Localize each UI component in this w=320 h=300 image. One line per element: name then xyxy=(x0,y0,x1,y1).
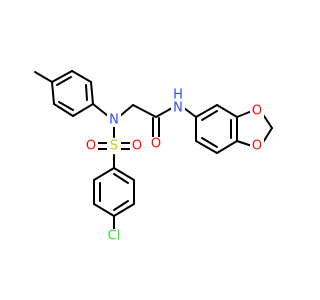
bond-tolyl-5 xyxy=(71,70,92,83)
bond-clph-6 xyxy=(113,167,135,181)
bond-tolyl-n xyxy=(92,103,109,117)
sulfur-label: S xyxy=(110,139,118,154)
bond-clph-1 xyxy=(93,167,115,181)
bond-methyl xyxy=(34,71,53,83)
amide-h-label: H xyxy=(173,88,183,103)
bond-clph-inner-c xyxy=(113,173,129,184)
bond-tolyl-4 xyxy=(90,81,94,105)
dioxole-o-bottom-label: O xyxy=(252,139,262,154)
bond-bdx-inner-a xyxy=(201,110,218,121)
bond-clph-3 xyxy=(93,203,115,217)
dioxole-o-top-label: O xyxy=(252,104,262,119)
bond-tolyl-inner-b xyxy=(85,84,88,101)
bond-clph-inner-b xyxy=(113,200,129,211)
bond-tolyl-2 xyxy=(53,103,74,117)
chlorine-label: Cl xyxy=(108,229,121,244)
carbonyl-o-label: O xyxy=(151,137,161,152)
bond-bdx-inner-c xyxy=(201,137,218,148)
bond-tolyl-3 xyxy=(72,103,94,117)
bond-c-nh xyxy=(155,107,173,118)
bond-bdx-4 xyxy=(216,140,238,154)
bond-clph-4 xyxy=(113,203,135,217)
bond-nh-ring xyxy=(183,107,197,118)
sulfonyl-o-right-label: O xyxy=(132,139,142,154)
bond-bdx-5 xyxy=(195,140,218,154)
bond-dioxole-4 xyxy=(236,140,253,147)
amide-n-label: N xyxy=(173,101,183,116)
bond-dioxole-1 xyxy=(236,110,253,118)
bond-tolyl-inner-c xyxy=(56,76,72,86)
bond-tolyl-1 xyxy=(51,81,55,105)
bond-n-ch2 xyxy=(119,104,134,117)
sulfonyl-o-left-label: O xyxy=(86,139,96,154)
bond-tolyl-inner-a xyxy=(58,101,74,111)
bonds xyxy=(34,70,273,231)
atom-labels: H N O N S O O Cl O O xyxy=(84,88,264,244)
bond-bdx-1 xyxy=(195,104,218,118)
molecule-structure-diagram: H N O N S O O Cl O O xyxy=(34,70,273,244)
bond-tolyl-6 xyxy=(51,70,73,83)
bond-bdx-2 xyxy=(216,104,238,118)
bond-ch2-c xyxy=(132,104,157,118)
sulfonamide-n-label: N xyxy=(109,113,119,128)
